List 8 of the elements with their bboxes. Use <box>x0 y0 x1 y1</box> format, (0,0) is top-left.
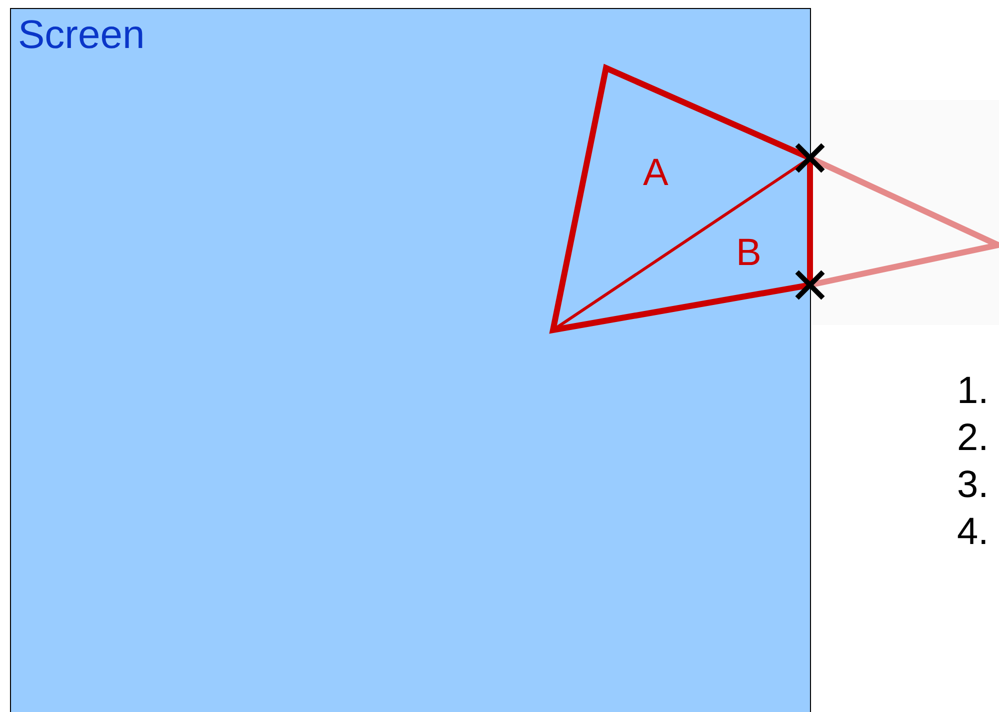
region-label: A <box>643 154 668 192</box>
list-number: 1. <box>957 372 989 410</box>
region-label: B <box>736 234 762 272</box>
list-number: 4. <box>957 513 989 551</box>
screen-title: Screen <box>18 15 145 55</box>
list-number: 2. <box>957 419 989 457</box>
screen-area <box>10 8 811 712</box>
list-number: 3. <box>957 466 989 504</box>
